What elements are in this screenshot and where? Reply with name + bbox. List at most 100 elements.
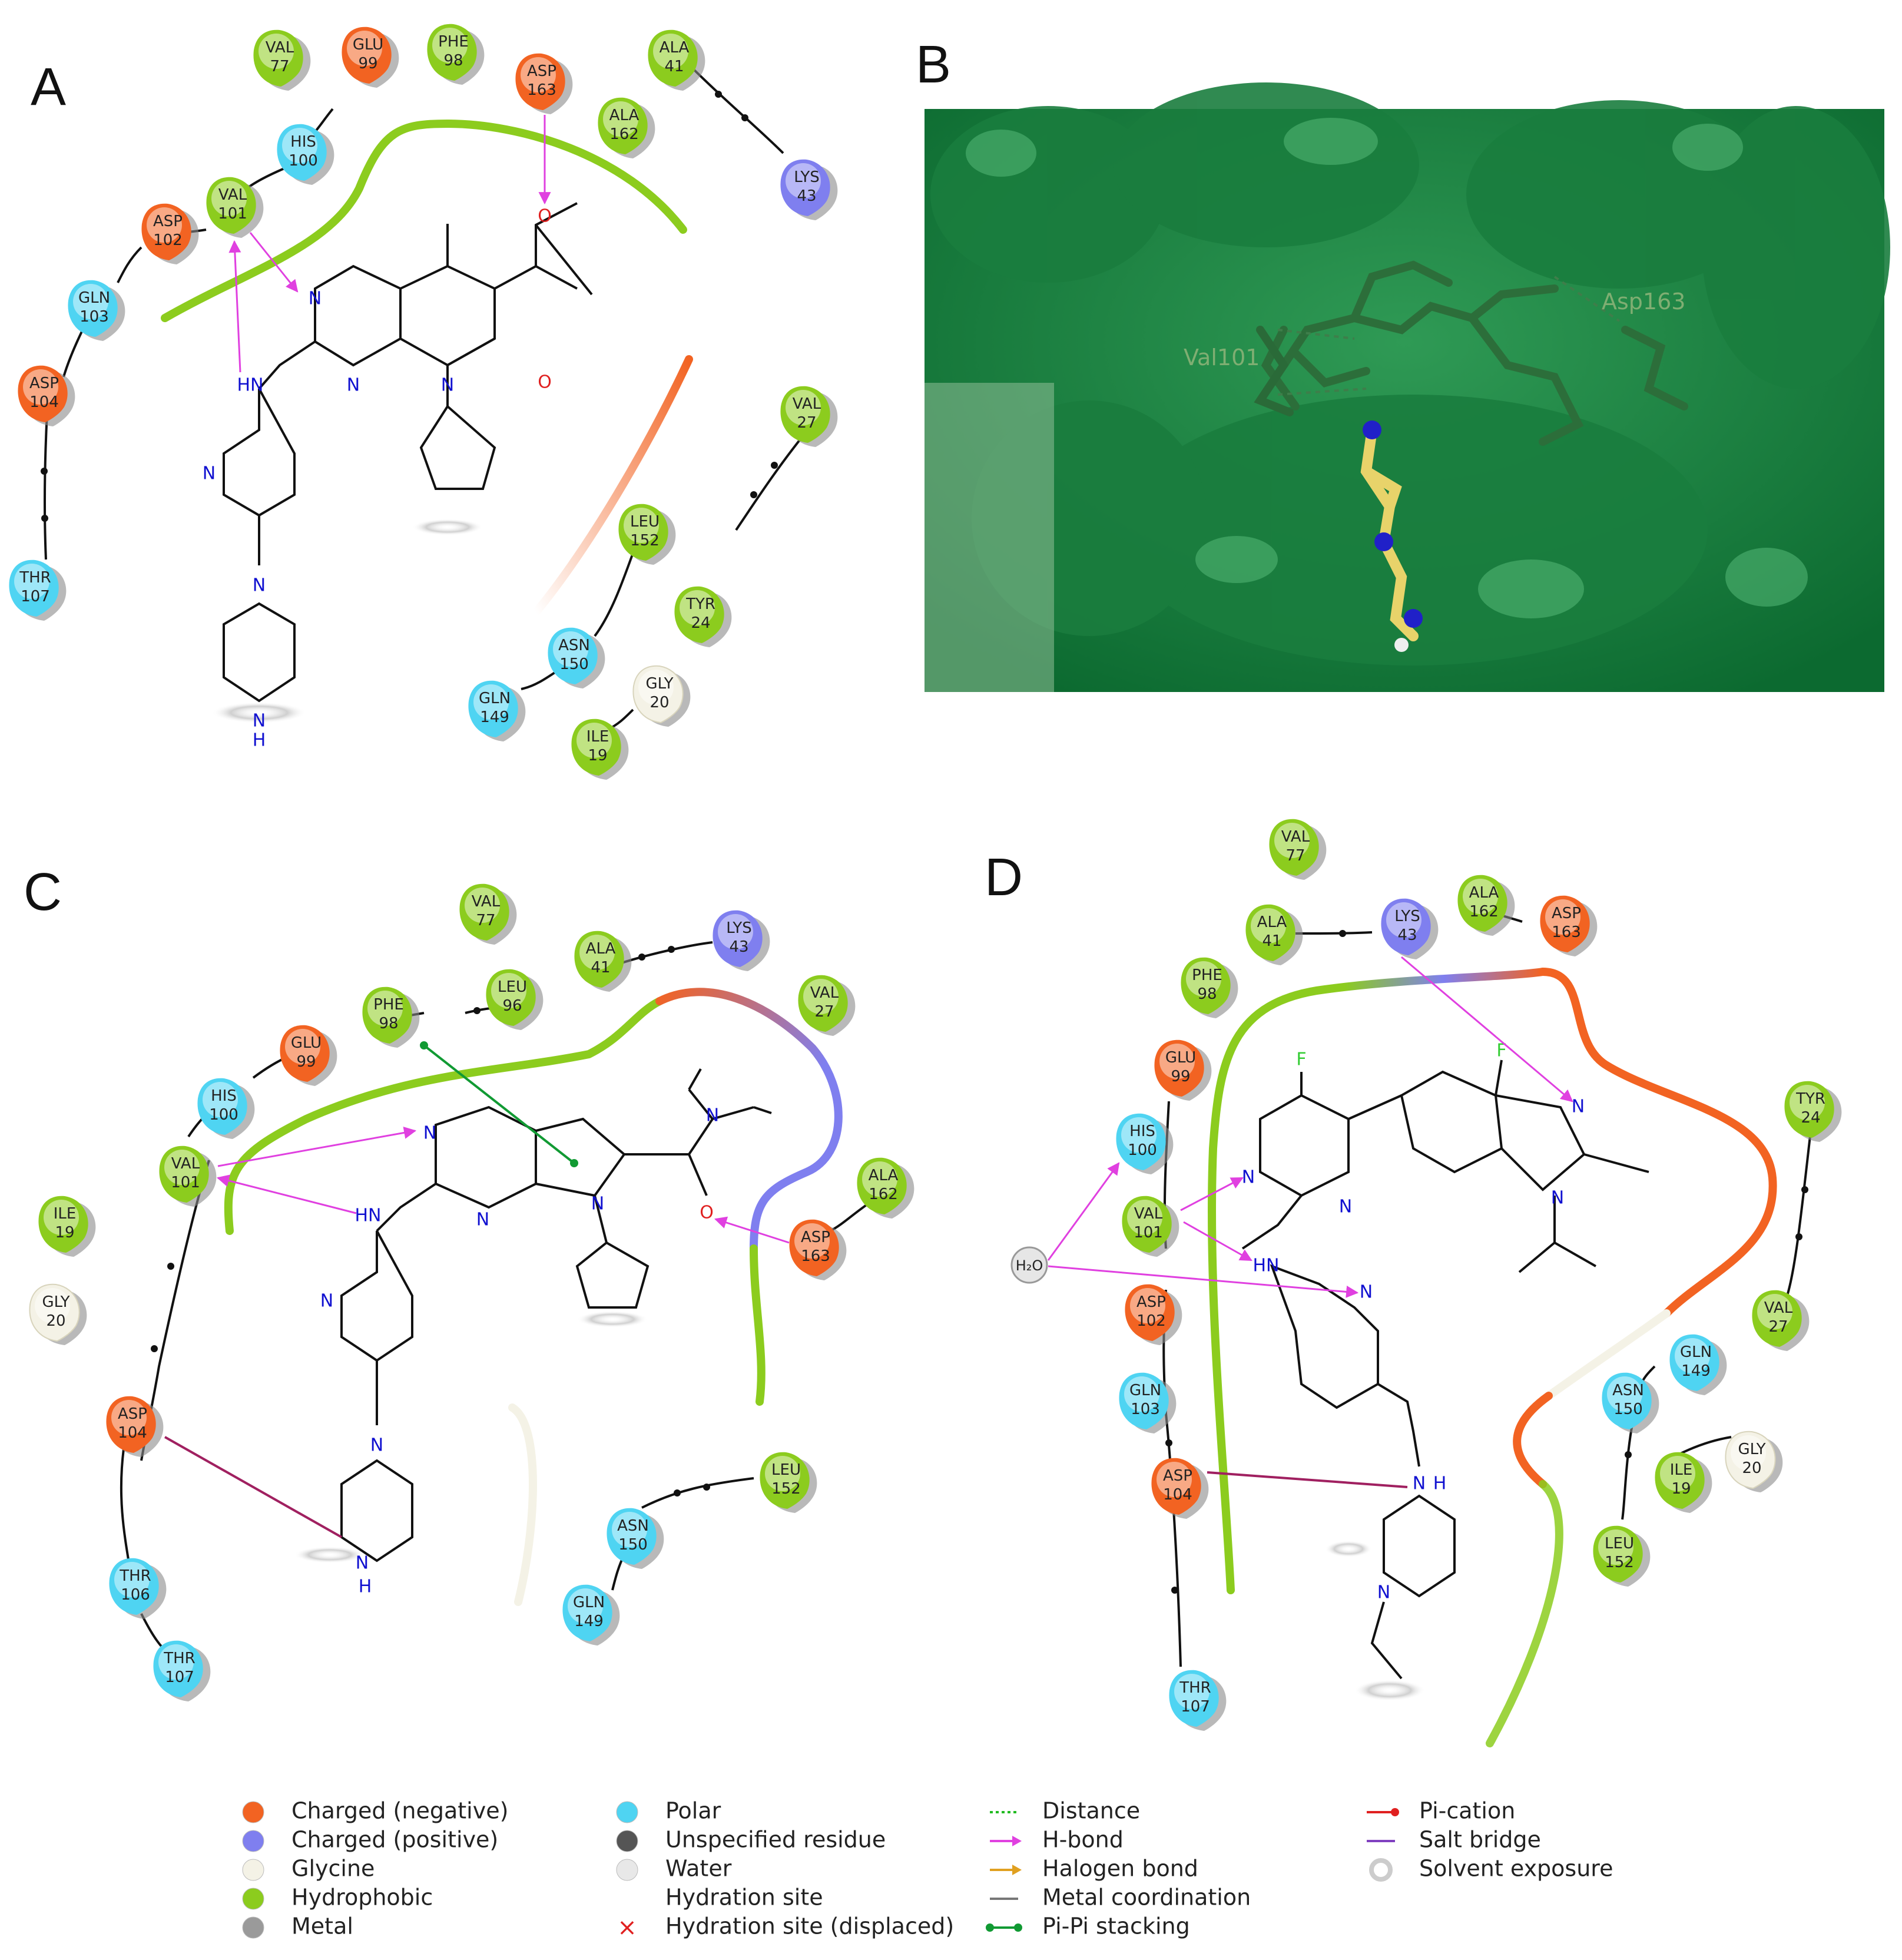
- atom-n: N: [253, 711, 266, 731]
- residue-number: 20: [1742, 1459, 1761, 1477]
- residue-name: ALA: [869, 1167, 899, 1184]
- pocket-surface-line: [1486, 1480, 1563, 1747]
- residue-number: 152: [630, 532, 660, 549]
- panel-label-d: D: [985, 848, 1023, 907]
- solvent-exposure-marker: [412, 519, 483, 535]
- h-bond-lines: [216, 1126, 790, 1244]
- atom-n: N: [591, 1194, 604, 1214]
- hydration-displaced-icon: ×: [617, 1914, 637, 1941]
- legend-item: Halogen bond: [990, 1856, 1198, 1882]
- residue-name: HIS: [290, 133, 316, 151]
- surface-background-region: [925, 383, 1054, 692]
- residue-number: 99: [1171, 1068, 1190, 1085]
- residue-number: 107: [165, 1668, 194, 1686]
- residue-name: ILE: [1670, 1461, 1693, 1479]
- residue-name: TYR: [685, 595, 715, 613]
- residue-number: 149: [480, 708, 509, 726]
- residue-name: VAL: [266, 39, 294, 57]
- residue-number: 27: [1768, 1318, 1788, 1336]
- residue-label-asp163: Asp163: [1602, 289, 1685, 314]
- water-label: H₂O: [1016, 1257, 1043, 1274]
- legend-item: Solvent exposure: [1369, 1856, 1613, 1882]
- solvent-exposure-marker: [212, 702, 306, 723]
- pi-pi-stacking-line: [423, 1044, 575, 1164]
- atom-n: N: [347, 375, 360, 396]
- residue-number: 104: [118, 1424, 147, 1442]
- residue-name: TYR: [1795, 1090, 1825, 1108]
- panel-label-b: B: [916, 35, 951, 94]
- water-molecule: H₂O: [1010, 1246, 1048, 1284]
- atom-n: N: [1572, 1097, 1585, 1117]
- legend-swatch-arrow: [1012, 1865, 1022, 1875]
- backbone-dots: [1165, 930, 1808, 1594]
- residue-number: 163: [801, 1247, 830, 1265]
- residue-name: ALA: [1469, 884, 1499, 902]
- residue-name: LYS: [726, 919, 751, 937]
- legend-swatch: [616, 1830, 638, 1852]
- residue-name: GLU: [1165, 1049, 1196, 1067]
- residue-number: 152: [1605, 1554, 1634, 1571]
- residue-name: GLN: [78, 289, 110, 307]
- residue-name: ALA: [609, 107, 639, 124]
- atom-n: N: [1242, 1167, 1255, 1188]
- solvent-exposure-marker: [294, 1547, 365, 1563]
- residue-number: 20: [46, 1312, 65, 1330]
- ligand-a-atoms: N N N O O HN N N N H: [203, 206, 552, 751]
- salt-bridge-line: [164, 1436, 342, 1538]
- legend-label: Hydration site: [665, 1885, 823, 1911]
- legend-item: Salt bridge: [1367, 1827, 1541, 1853]
- panel-d-interaction-diagram: F F N N N N HN N N H N H₂O VAL77ALA41LYS…: [1010, 819, 1842, 1747]
- atom-n: N: [1360, 1282, 1373, 1303]
- pocket-surface-line: [655, 988, 843, 1253]
- residue-name: GLY: [645, 675, 673, 693]
- atom-n: N: [423, 1123, 436, 1144]
- atom-n: N: [1413, 1474, 1426, 1494]
- residue-name: ASN: [617, 1517, 649, 1535]
- residue-name: VAL: [810, 984, 839, 1002]
- residue-name: ALA: [660, 39, 690, 57]
- legend-item: Metal coordination: [990, 1885, 1251, 1911]
- legend-label: H-bond: [1042, 1827, 1124, 1853]
- legend-label: Water: [665, 1856, 732, 1882]
- residue-number: 150: [559, 655, 589, 673]
- legend-item: H-bond: [990, 1827, 1124, 1853]
- residue-number: 149: [574, 1613, 604, 1630]
- legend-item: Charged (positive): [242, 1827, 498, 1853]
- atom-n: N: [476, 1210, 489, 1230]
- residue-number: 19: [1671, 1480, 1691, 1498]
- legend-label: Solvent exposure: [1419, 1856, 1613, 1882]
- residue-name: ASN: [558, 637, 590, 654]
- residue-number: 149: [1681, 1362, 1711, 1380]
- residue-number: 77: [270, 58, 289, 75]
- residue-number: 101: [218, 205, 247, 223]
- ligand-c-bonds: [340, 1068, 772, 1562]
- residue-name: PHE: [373, 996, 404, 1014]
- legend-label: Metal: [291, 1913, 353, 1939]
- residue-number: 77: [1285, 847, 1305, 865]
